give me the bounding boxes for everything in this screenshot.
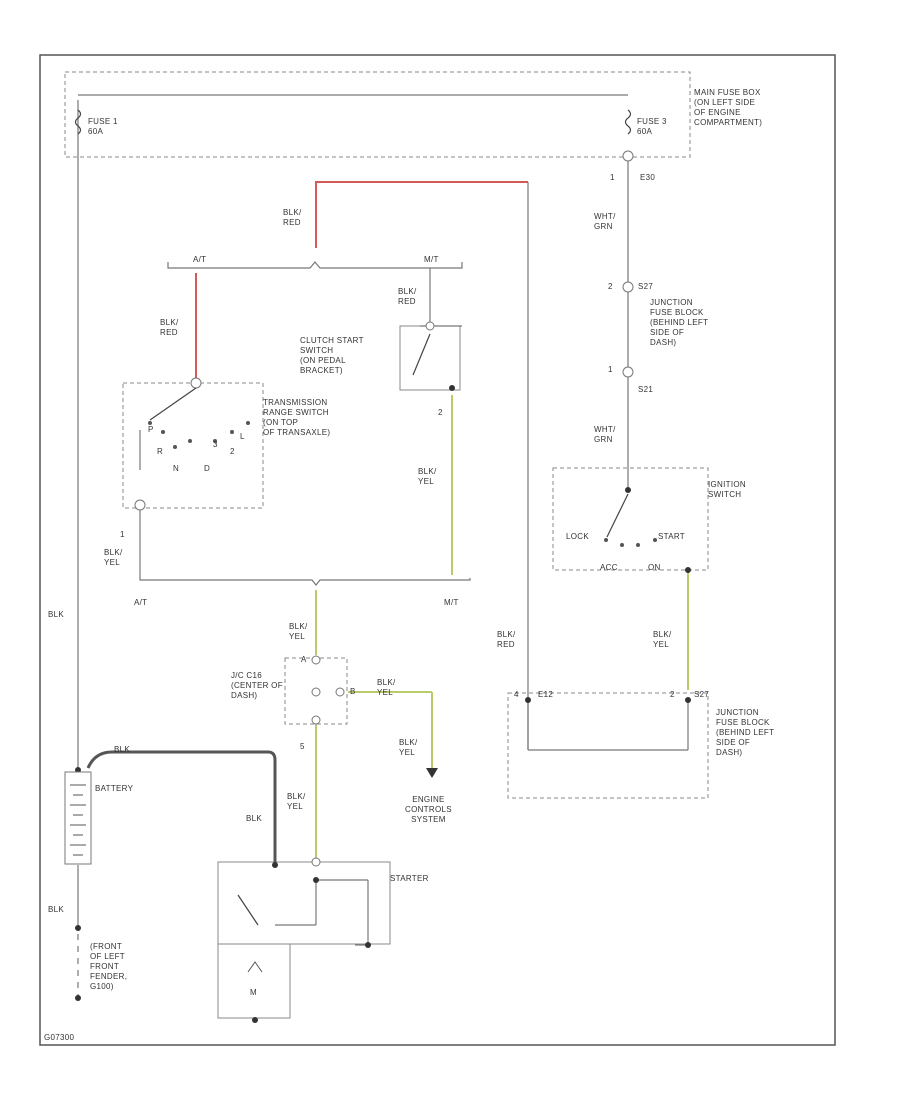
mt-bottom-label: M/T	[444, 598, 459, 607]
joint-pin-b: B	[350, 687, 356, 696]
clutch-switch-outline	[399, 325, 461, 391]
wire-blk-left: BLK	[48, 610, 65, 619]
connector-s21-label: S21	[638, 385, 654, 394]
junction-fuse-block-bottom-label: JUNCTION FUSE BLOCK (BEHIND LEFT SIDE OF…	[716, 708, 775, 757]
wire-blk-yel-center: BLK/ YEL	[289, 622, 308, 641]
trans-pin-1: 1	[120, 530, 125, 539]
connector-s27-top-label: S27	[638, 282, 654, 291]
ignition-switch-label: IGNITION SWITCH	[708, 480, 746, 499]
connector-s21-pin: 1	[608, 365, 613, 374]
wire-blk-red-right: BLK/ RED	[497, 630, 516, 649]
gear-l: L	[240, 432, 245, 441]
starter-motor-symbol: M	[250, 988, 257, 997]
battery-icon	[64, 771, 92, 865]
gear-d: D	[204, 464, 211, 473]
wire-blk-yel-right1: BLK/ YEL	[377, 678, 396, 697]
ignition-start-label: START	[658, 532, 685, 541]
wire-blk-ground: BLK	[48, 905, 65, 914]
junction-fuse-block-top-label: JUNCTION FUSE BLOCK (BEHIND LEFT SIDE OF…	[650, 298, 709, 347]
ignition-lock-label: LOCK	[566, 532, 589, 541]
diagram-code: G07300	[44, 1033, 75, 1042]
ignition-on-label: ON	[648, 563, 661, 572]
main-fuse-box-label: MAIN FUSE BOX (ON LEFT SIDE OF ENGINE CO…	[694, 88, 763, 127]
wire-blk-starter: BLK	[246, 814, 263, 823]
clutch-pin-2: 2	[438, 408, 443, 417]
connector-e12-pin: 4	[514, 690, 519, 699]
main-fuse-box-outline	[64, 71, 691, 158]
at-top-label: A/T	[193, 255, 207, 264]
transmission-range-switch-outline	[122, 382, 264, 509]
joint-connector-label: J/C C16 (CENTER OF DASH)	[231, 671, 283, 700]
transmission-range-switch-label: TRANSMISSION RANGE SWITCH (ON TOP OF TRA…	[263, 398, 331, 437]
wire-blk-yel-mt: BLK/ YEL	[418, 467, 437, 486]
gear-2: 2	[230, 447, 235, 456]
gear-3: 3	[213, 440, 218, 449]
fuse-1-label: FUSE 1 60A	[88, 117, 118, 136]
starter-label: STARTER	[390, 874, 429, 883]
ground-icon	[426, 768, 438, 778]
gear-p: P	[148, 425, 154, 434]
wire-blk-battery: BLK	[114, 745, 131, 754]
joint-pin-a: A	[301, 655, 307, 664]
clutch-start-switch-label: CLUTCH START SWITCH (ON PEDAL BRACKET)	[300, 336, 364, 375]
ground-location-label: (FRONT OF LEFT FRONT FENDER, G100)	[90, 942, 128, 991]
fuse-3-label: FUSE 3 60A	[637, 117, 667, 136]
starter-motor-outline	[217, 943, 291, 1019]
junction-fuse-block-outline	[507, 692, 709, 799]
starter-pin-5: 5	[300, 742, 305, 751]
connector-e12-label: E12	[538, 690, 554, 699]
connector-s27-bottom-label: S27	[694, 690, 710, 699]
gear-r: R	[157, 447, 164, 456]
connector-e30-pin: 1	[610, 173, 615, 182]
starter-outline	[217, 861, 391, 945]
wire-blk-red-top: BLK/ RED	[283, 208, 302, 227]
wire-blk-yel-starter: BLK/ YEL	[287, 792, 306, 811]
engine-controls-label: ENGINE CONTROLS SYSTEM	[405, 795, 452, 824]
wire-blk-red-mt: BLK/ RED	[398, 287, 417, 306]
diagram-border	[39, 54, 836, 1046]
wire-blk-red-at: BLK/ RED	[160, 318, 179, 337]
ignition-acc-label: ACC	[600, 563, 618, 572]
connector-e30-label: E30	[640, 173, 656, 182]
at-bottom-label: A/T	[134, 598, 148, 607]
wire-blk-yel-ignition: BLK/ YEL	[653, 630, 672, 649]
gear-n: N	[173, 464, 180, 473]
wire-wht-grn-1: WHT/ GRN	[594, 212, 616, 231]
ignition-switch-outline	[552, 467, 709, 571]
wire-blk-yel-right2: BLK/ YEL	[399, 738, 418, 757]
battery-label: BATTERY	[95, 784, 134, 793]
connector-s27-bottom-pin: 2	[670, 690, 675, 699]
wire-blk-yel-at: BLK/ YEL	[104, 548, 123, 567]
wire-wht-grn-2: WHT/ GRN	[594, 425, 616, 444]
connector-s27-top-pin: 2	[608, 282, 613, 291]
mt-top-label: M/T	[424, 255, 439, 264]
starter-motor-icon	[247, 961, 263, 973]
